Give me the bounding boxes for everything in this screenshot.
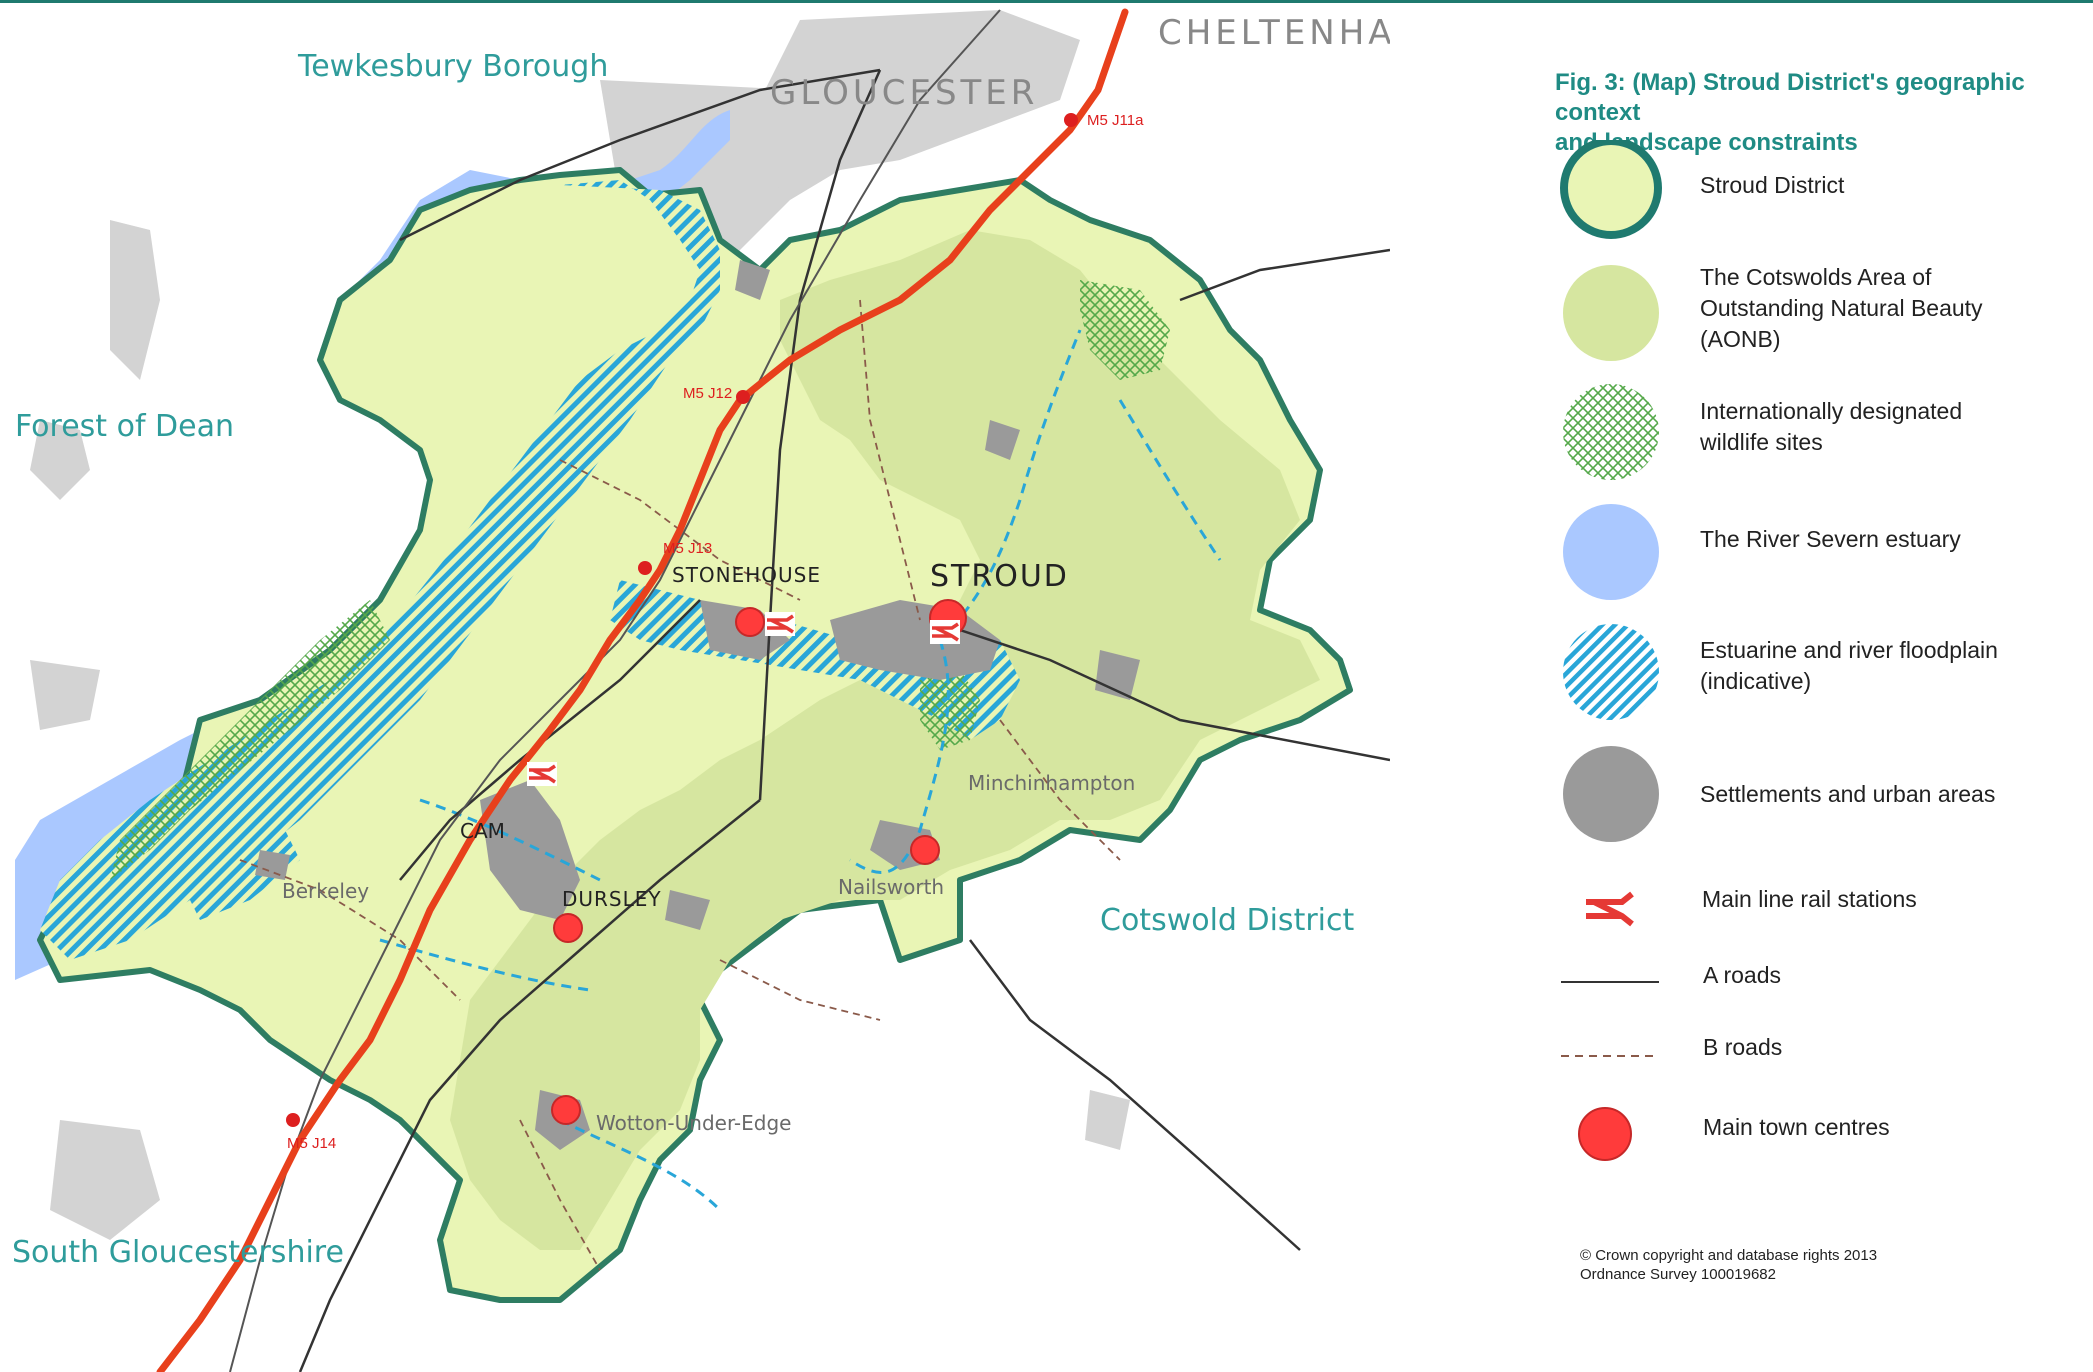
town-centre-wotton[interactable] — [551, 1095, 581, 1125]
a-road-swatch — [1561, 981, 1659, 983]
legend-item-b-roads: B roads — [1540, 1032, 2093, 1072]
railway — [229, 9, 1001, 1372]
label-wotton: Wotton-Under-Edge — [596, 1111, 791, 1135]
label-m5-j11a: M5 J11a — [1087, 112, 1144, 129]
aonb-swatch — [1563, 265, 1659, 361]
label-stonehouse: STONEHOUSE — [672, 563, 821, 587]
label-cotswold-district: Cotswold District — [1100, 903, 1354, 938]
label-m5-j12: M5 J12 — [683, 385, 732, 402]
estuary-swatch — [1563, 504, 1659, 600]
rail-icon[interactable] — [930, 620, 960, 644]
legend-item-floodplain: Estuarine and river floodplain (indicati… — [1540, 620, 2093, 730]
legend-item-estuary: The River Severn estuary — [1540, 502, 2093, 607]
label-m5-j14: M5 J14 — [287, 1135, 336, 1152]
top-rule — [0, 0, 2093, 3]
label-gloucester: GLOUCESTER — [770, 73, 1038, 113]
b-road-swatch — [1561, 1055, 1659, 1057]
b-roads — [239, 299, 1121, 1271]
label-tewkesbury: Tewkesbury Borough — [297, 49, 608, 84]
legend-item-a-roads: A roads — [1540, 960, 2093, 1000]
rail-stations[interactable] — [527, 612, 960, 786]
town-centre-swatch — [1578, 1107, 1632, 1161]
legend-item-settlements: Settlements and urban areas — [1540, 744, 2093, 849]
label-nailsworth: Nailsworth — [838, 875, 944, 899]
cotswolds-aonb — [450, 230, 1320, 1250]
settlement-swatch — [1563, 746, 1659, 842]
label-cam: CAM — [460, 819, 505, 843]
label-minchinhampton: Minchinhampton — [968, 771, 1135, 795]
rail-icon[interactable] — [765, 612, 795, 636]
rail-icon[interactable] — [527, 762, 557, 786]
wildlife-sites — [110, 280, 1170, 880]
legend-item-stroud-district: Stroud District — [1540, 140, 2093, 250]
rail-icon — [1586, 891, 1634, 927]
label-forest-of-dean: Forest of Dean — [15, 409, 234, 444]
map-legend: Fig. 3: (Map) Stroud District's geograph… — [1540, 0, 2093, 1372]
floodplain-swatch — [1563, 624, 1659, 720]
district-swatch — [1560, 140, 1662, 239]
label-cheltenham: CHELTENHAM — [1158, 13, 1390, 53]
label-m5-j13: M5 J13 — [663, 540, 712, 557]
copyright-notice: © Crown copyright and database rights 20… — [1580, 1247, 1878, 1283]
legend-item-rail: Main line rail stations — [1540, 880, 2093, 940]
label-berkeley: Berkeley — [282, 879, 369, 903]
wildlife-swatch — [1563, 384, 1659, 480]
label-dursley: DURSLEY — [562, 887, 662, 911]
legend-item-aonb: The Cotswolds Area of Outstanding Natura… — [1540, 258, 2093, 368]
town-centre-nailsworth[interactable] — [910, 835, 940, 865]
label-stroud: STROUD — [930, 559, 1069, 594]
label-south-glos: South Gloucestershire — [12, 1235, 344, 1270]
rivers — [379, 329, 1222, 1212]
town-centre-stonehouse[interactable] — [735, 607, 765, 637]
m5-junctions — [286, 113, 1078, 1127]
legend-item-wildlife: Internationally designated wildlife site… — [1540, 378, 2093, 488]
legend-item-town-centres: Main town centres — [1540, 1100, 2093, 1170]
district-map[interactable]: Tewkesbury Borough Forest of Dean Cotswo… — [0, 0, 1390, 1372]
town-centre-dursley[interactable] — [553, 913, 583, 943]
a-roads — [298, 68, 1390, 1372]
m5-motorway — [156, 8, 1129, 1372]
